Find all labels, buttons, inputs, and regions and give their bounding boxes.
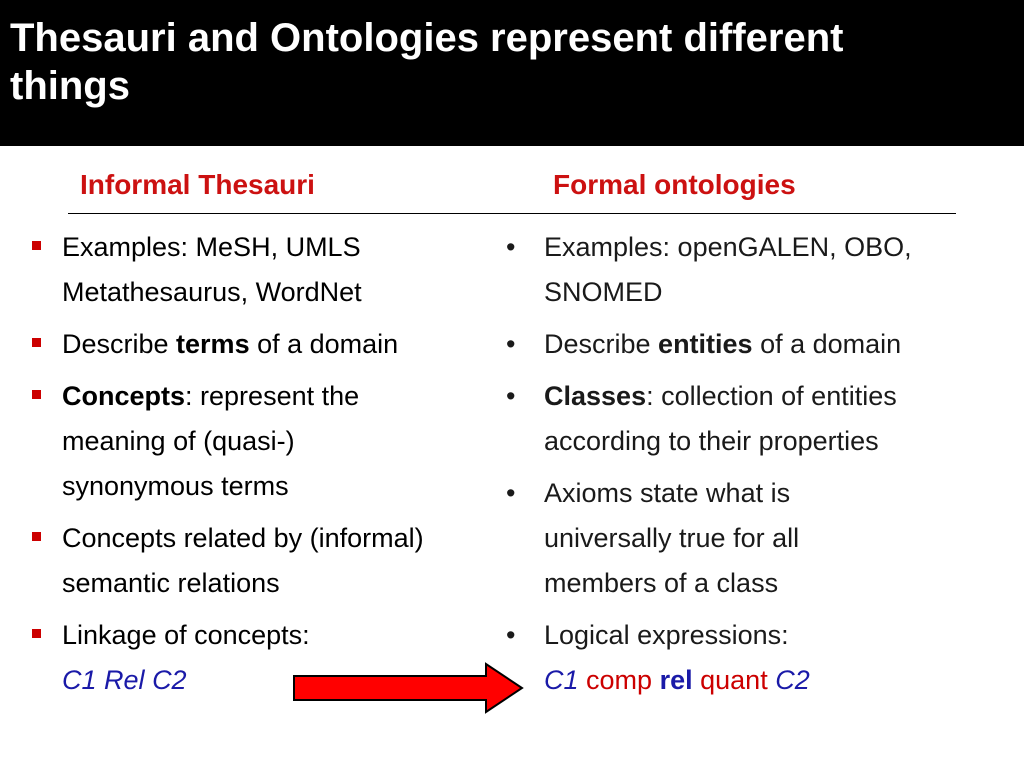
right-column-heading: Formal ontologies	[553, 169, 796, 200]
square-bullet-icon	[32, 241, 41, 250]
right-bullet-list: • Examples: openGALEN, OBO, SNOMED • Des…	[504, 225, 1019, 710]
square-bullet-icon	[32, 338, 41, 347]
round-bullet-icon: •	[506, 329, 516, 359]
slide-title: Thesauri and Ontologies represent differ…	[10, 14, 1010, 110]
list-item: Describe terms of a domain	[32, 322, 522, 367]
round-bullet-icon: •	[506, 478, 516, 508]
list-item: Linkage of concepts: C1 Rel C2	[32, 613, 522, 703]
square-bullet-icon	[32, 629, 41, 638]
left-bullet-list: Examples: MeSH, UMLS Metathesaurus, Word…	[32, 225, 522, 710]
divider-line	[68, 213, 956, 214]
round-bullet-icon: •	[506, 232, 516, 262]
list-item: • Classes: collection of entities accord…	[504, 374, 1019, 464]
square-bullet-icon	[32, 390, 41, 399]
left-column-heading: Informal Thesauri	[80, 169, 315, 200]
square-bullet-icon	[32, 532, 41, 541]
title-bar: Thesauri and Ontologies represent differ…	[0, 0, 1024, 146]
list-item: Concepts: represent the meaning of (quas…	[32, 374, 522, 509]
round-bullet-icon: •	[506, 381, 516, 411]
title-line-1: Thesauri and Ontologies represent differ…	[10, 16, 844, 60]
logical-expression: C1 comp rel quant C2	[544, 665, 810, 695]
right-arrow-icon	[293, 662, 524, 714]
list-item: Concepts related by (informal) semantic …	[32, 516, 522, 606]
list-item: • Axioms state what is universally true …	[504, 471, 1019, 606]
concept-linkage-expression: C1 Rel C2	[62, 665, 187, 695]
list-item: • Examples: openGALEN, OBO, SNOMED	[504, 225, 1019, 315]
title-line-2: things	[10, 64, 130, 108]
list-item: • Describe entities of a domain	[504, 322, 1019, 367]
list-item: • Logical expressions: C1 comp rel quant…	[504, 613, 1019, 703]
round-bullet-icon: •	[506, 620, 516, 650]
list-item: Examples: MeSH, UMLS Metathesaurus, Word…	[32, 225, 522, 315]
